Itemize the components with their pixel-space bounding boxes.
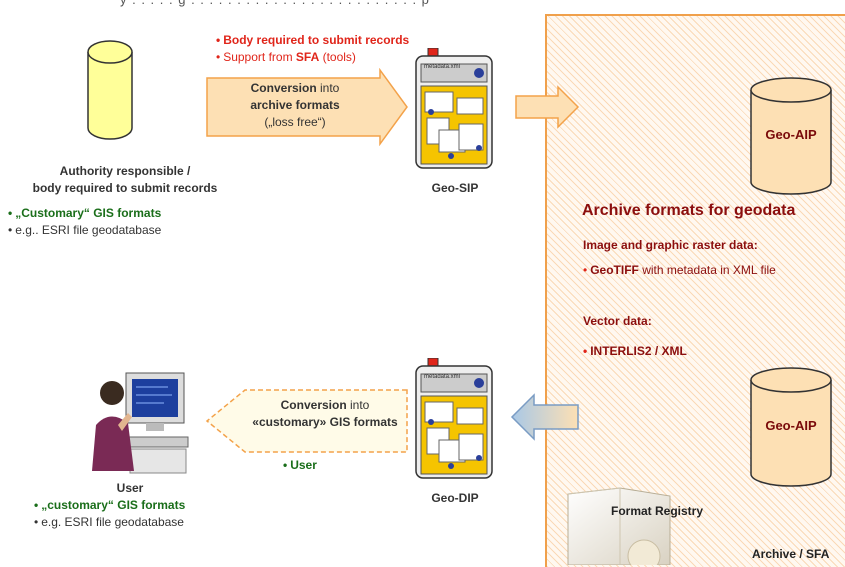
conversion-out-rest: into [346, 398, 370, 412]
geo-dip-doc-header: metadata.xml [424, 374, 461, 380]
conversion-out-bold: Conversion [280, 398, 347, 412]
raster-item-bold: GeoTIFF [590, 263, 639, 277]
user-at-computer-icon [92, 372, 189, 474]
conversion-out-note-text: User [290, 458, 317, 472]
raster-heading: Image and graphic raster data: [583, 238, 758, 252]
archive-formats-title: Archive formats for geodata [582, 202, 796, 219]
conversion-in-text: Conversion into archive formats („loss f… [215, 80, 375, 131]
geo-aip-top-label: Geo-AIP [765, 127, 817, 142]
sip-note-body: •Body required to submit records [216, 33, 410, 47]
authority-bullet-customary: •„Customary“ GIS formats [8, 206, 162, 220]
conversion-in-arrow [206, 68, 408, 146]
raster-item: •GeoTIFF with metadata in XML file [583, 263, 776, 277]
raster-item-rest: with metadata in XML file [638, 263, 776, 277]
sip-note1-text: Body required to submit records [223, 33, 410, 47]
geo-dip-package-icon [415, 358, 493, 479]
sip-note2-suffix: (tools) [319, 50, 356, 64]
user-title: User [116, 481, 144, 495]
authority-database-icon [87, 40, 133, 140]
authority-title: Authority responsible / body required to… [0, 163, 250, 197]
authority-title-line2: body required to submit records [32, 181, 218, 195]
geo-dip-label: Geo-DIP [431, 491, 479, 505]
user-bullet-esri: •e.g. ESRI file geodatabase [34, 515, 184, 529]
conversion-out-note: •User [283, 458, 317, 472]
authority-bullets: •„Customary“ GIS formats •e.g.. ESRI fil… [8, 205, 268, 239]
authority-bullet2-text: e.g.. ESRI file geodatabase [15, 223, 162, 237]
sip-notes: •Body required to submit records •Suppor… [216, 32, 456, 66]
authority-title-line1: Authority responsible / [59, 164, 191, 178]
conversion-out-text: Conversion into «customary» GIS formats [245, 397, 405, 431]
conversion-in-rest: into [316, 81, 340, 95]
geo-aip-top-icon [750, 77, 832, 195]
authority-bullet1-text: „Customary“ GIS formats [15, 206, 162, 220]
user-bullet-customary: •„customary“ GIS formats [34, 498, 186, 512]
sip-note2-bold: SFA [295, 50, 320, 64]
vector-item-text: INTERLIS2 / XML [590, 344, 687, 358]
conversion-in-line2: archive formats [250, 98, 340, 112]
authority-bullet-esri: •e.g.. ESRI file geodatabase [8, 223, 162, 237]
sip-note2-prefix: Support from [223, 50, 296, 64]
geo-aip-bottom-label: Geo-AIP [765, 418, 817, 433]
header-text: y . . . . . g . . . . . . . . . . . . . … [120, 0, 430, 9]
conversion-in-bold: Conversion [250, 81, 317, 95]
format-registry-box-icon [567, 487, 671, 565]
vector-item: •INTERLIS2 / XML [583, 344, 687, 358]
user-bullet2-text: e.g. ESRI file geodatabase [41, 515, 184, 529]
conversion-in-line3: („loss free“) [264, 115, 326, 129]
geo-sip-label: Geo-SIP [431, 181, 479, 195]
user-bullets: •„customary“ GIS formats •e.g. ESRI file… [34, 497, 264, 531]
conversion-out-line2: «customary» GIS formats [252, 415, 398, 429]
ingest-arrow [515, 85, 580, 129]
conversion-out-arrow [205, 389, 408, 453]
geo-sip-doc-header: metadata.xml [424, 64, 461, 70]
access-arrow [510, 393, 579, 441]
geo-sip-package-icon [415, 48, 493, 169]
sip-note-support: •Support from SFA (tools) [216, 50, 356, 64]
geo-aip-bottom-icon [750, 367, 832, 487]
format-registry-label: Format Registry [611, 504, 704, 518]
vector-heading: Vector data: [583, 314, 652, 328]
user-bullet1-text: „customary“ GIS formats [41, 498, 186, 512]
archive-sfa-label: Archive / SFA [752, 547, 830, 561]
